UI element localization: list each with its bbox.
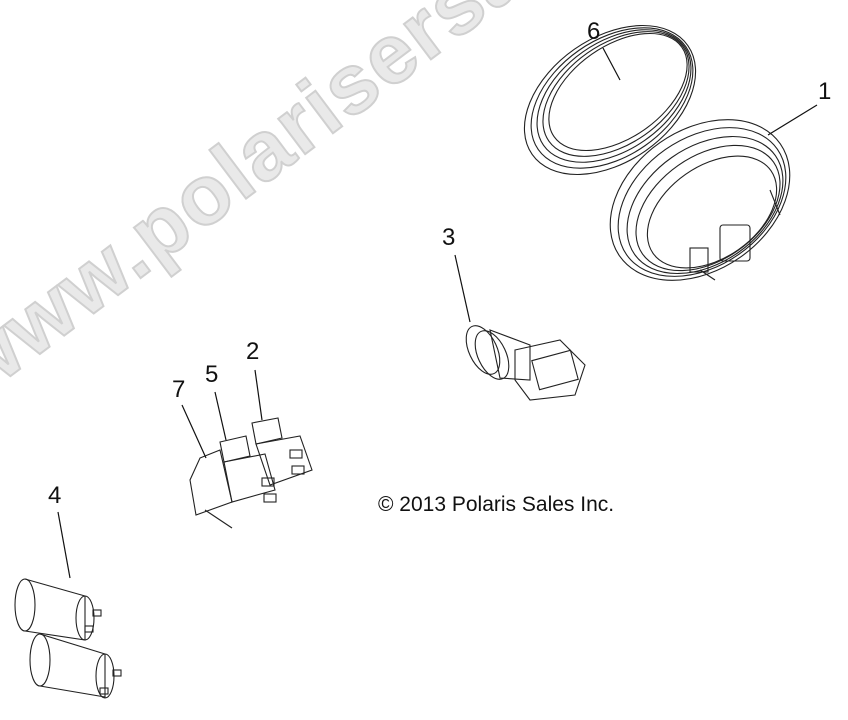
- callout-2: 2: [246, 338, 260, 365]
- leader-line-1: [767, 104, 818, 136]
- callout-3: 3: [442, 224, 456, 251]
- switches-drawing: [189, 417, 313, 529]
- leader-line-7: [181, 404, 207, 459]
- callout-5: 5: [205, 361, 219, 388]
- leader-line-2: [254, 369, 263, 421]
- callout-4: 4: [48, 482, 62, 509]
- leader-line-3: [454, 254, 471, 323]
- bezel-ring-drawing: [523, 24, 697, 176]
- leader-line-4: [57, 511, 71, 579]
- copyright-notice: © 2013 Polaris Sales Inc.: [378, 493, 615, 516]
- leader-line-6: [602, 47, 621, 81]
- callout-7: 7: [172, 376, 186, 403]
- callout-6: 6: [587, 18, 601, 45]
- power-outlets-drawing: [14, 578, 122, 699]
- key-switch-drawing: [465, 325, 586, 401]
- callout-1: 1: [818, 78, 832, 105]
- leader-line-5: [214, 391, 227, 441]
- gauge-housing-drawing: [609, 119, 791, 281]
